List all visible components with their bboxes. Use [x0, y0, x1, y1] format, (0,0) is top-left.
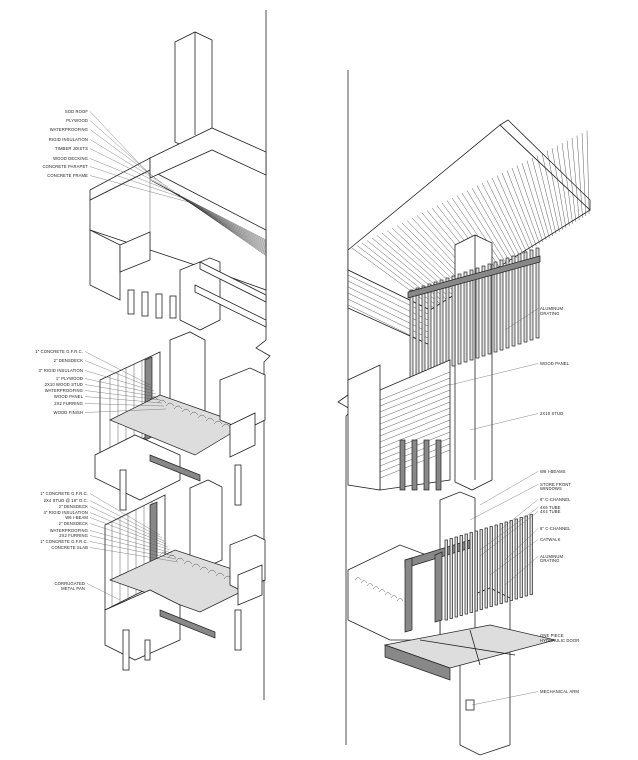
green-roof-canopy: [347, 119, 591, 346]
callout-label: RIGID INSULATION: [49, 137, 88, 142]
callout-label: 6" C-CHANNEL: [540, 526, 571, 531]
leader-line: [84, 384, 159, 398]
callout-label: ALUMINUM: [540, 554, 564, 559]
floor-slab-detail: [104, 479, 266, 671]
callout-label: 2" DENSDECK: [59, 504, 88, 509]
callout-label: WOOD FINISH: [54, 410, 83, 415]
callout-label: WATERPROOFING: [50, 528, 88, 533]
leader-line: [471, 691, 539, 706]
callout-label: WOOD PANEL: [540, 361, 570, 366]
leader-line: [84, 360, 153, 389]
leader-line: [84, 403, 165, 407]
callout-label: HYDRAULIC DOOR: [540, 638, 579, 643]
leader-line: [89, 175, 193, 204]
callout-label: 6" C-CHANNEL: [540, 497, 571, 502]
leader-line: [89, 158, 181, 196]
leader-line: [89, 547, 179, 563]
callout-label: W6 I-BEAMS: [540, 469, 566, 474]
callout-label: 2X4 STUD @ 16" O.C.: [44, 498, 88, 503]
leader-line: [89, 517, 169, 548]
callout-label: W6 I-BEAM: [65, 515, 88, 520]
callout-label: SOD ROOF: [65, 109, 88, 114]
leader-line: [84, 378, 157, 395]
callout-label: CATWALK: [540, 537, 561, 542]
callout-label: CONCRETE SLAB: [51, 545, 88, 550]
callout-label: CORRUGATED: [55, 581, 85, 586]
leader-line: [89, 166, 187, 200]
callout-label: 1" CONCRETE G.F.R.C.: [40, 491, 88, 496]
callout-label: 2" DENSDECK: [59, 521, 88, 526]
leader-line: [89, 120, 157, 180]
leader-line: [479, 507, 539, 551]
leader-line: [89, 535, 175, 557]
leader-line: [504, 556, 539, 586]
callout-label: 2X2 FURRING: [59, 533, 88, 538]
leader-line: [89, 139, 169, 188]
leader-line: [86, 583, 121, 601]
callout-label: 1" PLYWOOD: [56, 376, 83, 381]
callout-label: TIMBER JOISTS: [55, 146, 88, 151]
callout-label: STORE FRONT: [540, 482, 571, 487]
leader-line: [89, 111, 151, 176]
wood-panel-wall: [347, 359, 451, 491]
callout-label: CONCRETE PARAPET: [43, 164, 89, 169]
leader-line: [89, 129, 163, 184]
callout-label: WOOD PANEL: [54, 394, 84, 399]
leader-line: [489, 539, 539, 576]
leader-line: [504, 308, 539, 331]
callout-label: 1" CONCRETE G.F.R.C.: [35, 349, 83, 354]
leader-line: [89, 530, 173, 554]
leader-line: [499, 499, 539, 531]
callout-label: WOOD DECKING: [53, 156, 88, 161]
leader-line: [89, 541, 177, 560]
callout-label: MECHANICAL ARM: [540, 689, 579, 694]
leader-line: [504, 528, 539, 561]
callout-label: METAL PAN: [61, 586, 85, 591]
leader-line: [89, 512, 167, 545]
leader-line: [84, 351, 151, 386]
callout-label: WATERPROOFING: [45, 388, 83, 393]
leader-line: [84, 396, 163, 404]
leader-line: [469, 413, 539, 431]
callout-label: 4X6 TUBE: [540, 505, 561, 510]
leader-line: [84, 370, 155, 392]
callout-label: 2X10 STUD: [540, 411, 563, 416]
callout-label: GRATING: [540, 558, 559, 563]
roof-parapet-detail: [89, 31, 267, 331]
callout-label: 3" RIGID INSULATION: [39, 368, 84, 373]
section-divider-right: [337, 70, 353, 745]
leader-line: [479, 471, 539, 506]
leader-line: [84, 408, 167, 413]
leader-line: [89, 493, 161, 536]
leader-line: [479, 511, 539, 557]
leader-line: [84, 390, 161, 401]
leader-line: [89, 500, 163, 539]
leader-line: [89, 148, 175, 192]
callout-label: 2X10 WOOD STUD: [45, 382, 83, 387]
callout-label: 2X2 FURRING: [54, 401, 83, 406]
leader-line: [89, 506, 165, 542]
callout-label: 4" RIGID INSULATION: [44, 510, 89, 515]
wood-wall-detail: [94, 331, 266, 511]
callout-label: GRATING: [540, 311, 559, 316]
callout-label: CONCRETE FRAME: [47, 173, 88, 178]
callout-label: ONE PIECE: [540, 633, 564, 638]
callout-label: WINDOWS: [540, 486, 562, 491]
catwalk-assembly: [347, 491, 556, 681]
aluminum-screen: [407, 247, 541, 381]
leader-line: [449, 363, 539, 386]
callout-label: 2" DENSDECK: [54, 358, 83, 363]
callout-label: PLYWOOD: [66, 118, 88, 123]
callout-label: WATERPROOFING: [50, 127, 88, 132]
callout-label: ALUMINUM: [540, 306, 564, 311]
callout-label: 1" CONCRETE G.F.R.C.: [40, 539, 88, 544]
callout-label: 4X4 TUBE: [540, 509, 561, 514]
leader-line: [469, 484, 539, 521]
leader-line: [89, 523, 171, 551]
